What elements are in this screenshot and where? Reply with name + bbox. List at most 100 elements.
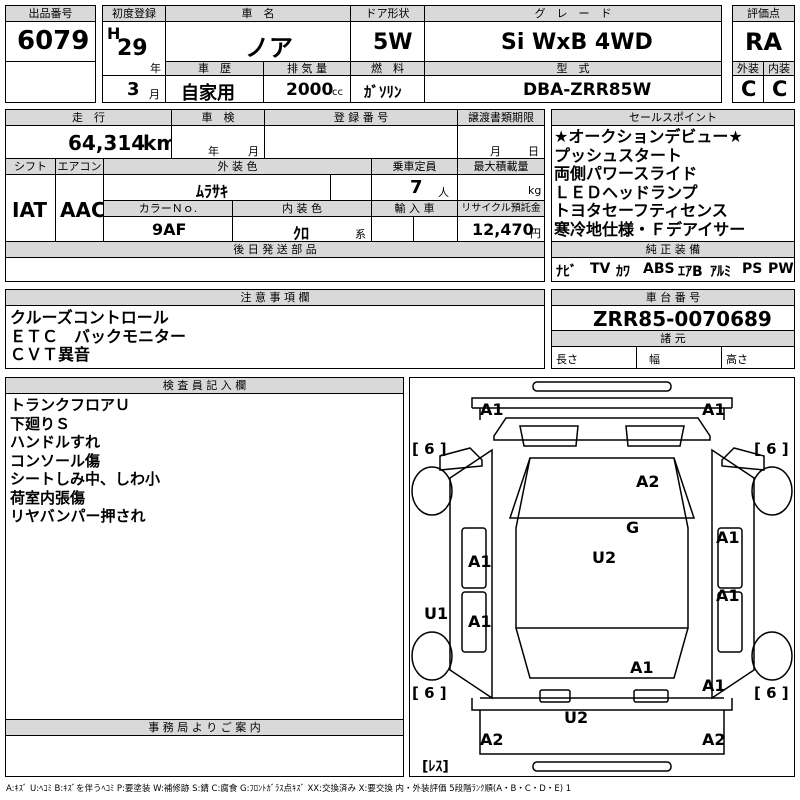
note-line: ＥＴＣ バックモニター <box>10 326 187 346</box>
capacity-label: 乗車定員 <box>371 158 458 175</box>
displacement-unit: cc <box>332 87 343 98</box>
damage-diagram-box: A1 A1 A2 G U2 A1 A1 A1 A1 U1 A1 A1 U2 A2… <box>409 377 795 777</box>
fuel: ｶﾞｿﾘﾝ <box>364 83 402 101</box>
fuel-label: 燃 料 <box>350 61 425 76</box>
shift-label: シフト <box>5 158 56 175</box>
chassis-label: 車 台 番 号 <box>551 289 795 306</box>
lot-number-cell: 6079 <box>5 21 96 62</box>
import-cell-b <box>413 216 458 242</box>
reg-number-cell <box>264 125 458 159</box>
ac-cell: AAC <box>55 174 106 242</box>
later-parts-cell <box>5 257 545 282</box>
inspector-box: トランクフロアＵ 下廻りＳ ハンドルすれ コンソール傷 シートしみ中、しわ小 荷… <box>5 393 404 720</box>
transfer-day-unit: 日 <box>528 145 539 158</box>
roof-outline <box>515 457 689 629</box>
notes-box: クルーズコントロール ＥＴＣ バックモニター ＣＶＴ異音 <box>5 305 545 369</box>
height-label: 高さ <box>726 353 748 366</box>
capacity-cell: 7 人 <box>371 174 458 201</box>
damage-mark: A1 <box>716 586 740 605</box>
mirror-right-outline <box>721 447 765 471</box>
sales-point-line: プッシュスタート <box>554 145 683 165</box>
score: RA <box>745 28 783 56</box>
front-bumper-outline <box>532 381 672 392</box>
transfer-cell: 月 日 <box>457 125 545 159</box>
interior-label: 内装 <box>763 61 795 76</box>
door-right-rear-outline <box>717 591 743 653</box>
chassis-number: ZRR85-0070689 <box>593 307 772 331</box>
interior-color: ｸﾛ <box>293 224 310 243</box>
damage-mark: A1 <box>702 400 726 419</box>
wheel-front-left-outline <box>411 466 453 516</box>
score-cell: RA <box>732 21 795 62</box>
equipment-item: ABS <box>643 261 675 277</box>
capacity: 7 <box>410 177 423 198</box>
history-label: 車 歴 <box>165 61 264 76</box>
equipment-item: PW <box>768 261 794 277</box>
length-cell: 長さ <box>551 346 637 369</box>
inspector-note: トランクフロアＵ <box>10 396 131 414</box>
later-parts-label: 後 日 発 送 部 品 <box>5 241 545 258</box>
import-label: 輸 入 車 <box>371 200 458 217</box>
loadcap-label: 最大積載量 <box>457 158 545 175</box>
note-line: クルーズコントロール <box>10 308 169 327</box>
door-left-rear-outline <box>461 591 487 653</box>
mirror-left-outline <box>439 447 483 471</box>
damage-mark: A1 <box>630 658 654 677</box>
interior-cell: C <box>763 75 795 103</box>
rear-body-outline <box>471 697 733 711</box>
color-no-label: カラーＮｏ. <box>103 200 233 217</box>
recycle-amount: 12,470 <box>472 220 534 239</box>
color-cell: ﾑﾗｻｷ <box>103 174 331 201</box>
first-reg-year-cell: H 29 年 <box>102 21 166 76</box>
damage-mark: U2 <box>592 548 617 567</box>
shift-cell: IAT <box>5 174 56 242</box>
wheel-front-right-outline <box>751 466 793 516</box>
transfer-month-unit: 月 <box>490 145 501 158</box>
lot-label: 出品番号 <box>5 5 96 22</box>
inspection-year-unit: 年 <box>208 145 219 158</box>
notes-label: 注 意 事 項 欄 <box>5 289 545 306</box>
damage-mark: A1 <box>716 528 740 547</box>
car-name: ノア <box>245 34 293 62</box>
first-reg-year: 29 <box>117 36 148 61</box>
tire-label: [ 6 ] <box>412 684 447 702</box>
rear-window-outline <box>515 627 689 679</box>
shift: IAT <box>12 198 48 222</box>
first-reg-label: 初度登録 <box>102 5 166 22</box>
damage-mark: A2 <box>636 472 660 491</box>
interior-color-unit: 系 <box>355 228 366 241</box>
door-cell: 5W <box>350 21 425 62</box>
first-reg-month-cell: 3 月 <box>102 75 166 103</box>
capacity-unit: 人 <box>438 186 449 199</box>
taillight-right-outline <box>633 689 669 703</box>
displacement-label: 排 気 量 <box>263 61 351 76</box>
inspection-month-unit: 月 <box>248 145 259 158</box>
score-label: 評価点 <box>732 5 795 22</box>
fuel-cell: ｶﾞｿﾘﾝ <box>350 75 425 103</box>
spare-tire-label: [ﾚｽ] <box>422 759 449 775</box>
inspector-label: 検 査 員 記 入 欄 <box>5 377 404 394</box>
sales-point-line: 両側パワースライド <box>554 164 698 183</box>
mileage-label: 走 行 <box>5 109 172 126</box>
interior-color-label: 内 装 色 <box>232 200 372 217</box>
equipment-item: ﾅﾋﾞ <box>556 264 577 280</box>
inspector-note: リヤバンパー押され <box>10 507 146 525</box>
reg-number-label: 登 録 番 号 <box>264 109 458 126</box>
inspector-note: 下廻りＳ <box>10 414 71 433</box>
length-label: 長さ <box>556 353 578 366</box>
import-cell-a <box>371 216 414 242</box>
color-sub-cell <box>330 174 372 201</box>
history: 自家用 <box>181 83 235 104</box>
model-code: DBA-ZRR85W <box>523 80 652 100</box>
wheel-rear-left-outline <box>411 631 453 681</box>
equipment-label: 純 正 装 備 <box>551 241 795 258</box>
ac: AAC <box>60 198 106 222</box>
first-reg-month-unit: 月 <box>149 88 160 101</box>
recycle-label: リサイクル預託金 <box>457 200 545 217</box>
transfer-label: 譲渡書類期限 <box>457 109 545 126</box>
spec-label: 諸 元 <box>551 330 795 347</box>
grade-label: グ レ ー ド <box>424 5 722 22</box>
door-label: ドア形状 <box>350 5 425 22</box>
damage-mark: G <box>626 518 640 537</box>
equipment-item: PS <box>742 261 763 277</box>
